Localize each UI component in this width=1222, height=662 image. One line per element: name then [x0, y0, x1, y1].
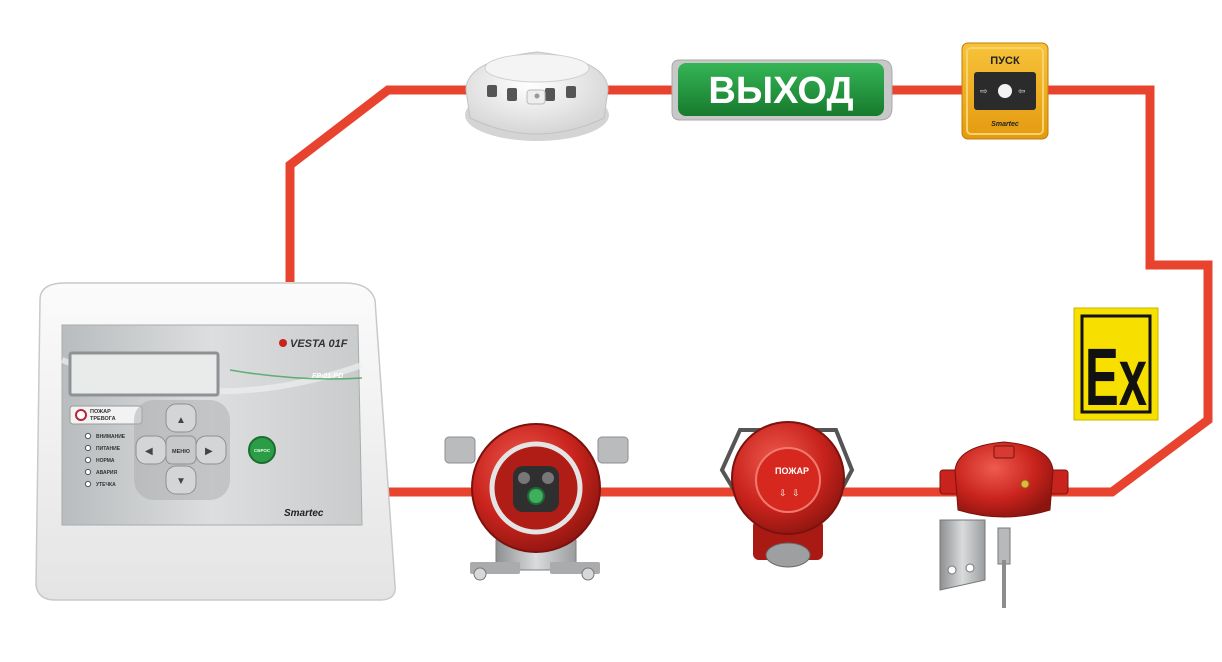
- status-indicator-list: ВНИМАНИЕ ПИТАНИЕ НОРМА АВАРИЯ УТЕЧКА: [84, 432, 126, 488]
- panel-logo: Smartec: [284, 508, 324, 519]
- indicator-label: НОРМА: [96, 458, 115, 464]
- explosion-proof-call-point: ПОЖАР ⇩ ⇩: [719, 421, 855, 568]
- nav-down-button: [165, 465, 197, 495]
- led-icon: [84, 432, 92, 440]
- ex-marking: Ex: [1073, 307, 1159, 423]
- indicator-label: ВНИМАНИЕ: [96, 434, 126, 440]
- arrow-in-icon: ⇨: [980, 86, 988, 96]
- call-point-label: ПУСК: [990, 55, 1020, 67]
- exit-sign: ВЫХОД: [671, 59, 893, 121]
- mount-hole-icon: [965, 563, 975, 573]
- chevron-down-icon: ▼: [176, 476, 186, 487]
- mount-bolt-icon: [473, 567, 487, 581]
- nav-up-button: [165, 403, 197, 433]
- indicator-label: АВАРИЯ: [96, 470, 118, 476]
- brand-flame-icon: [279, 339, 287, 347]
- menu-button-label: МЕНЮ: [172, 449, 190, 455]
- chevron-right-icon: ▶: [205, 446, 213, 457]
- led-icon: [84, 444, 92, 452]
- smoke-detector: [465, 51, 609, 141]
- control-panel-vesta: VESTA 01F FP-01-PD ПОЖАР ТРЕВОГА ВНИМАНИ…: [35, 282, 396, 601]
- panel-brand: VESTA 01F: [290, 338, 348, 350]
- manual-call-point: ПУСК ⇨ ⇦ Smartec: [961, 42, 1049, 140]
- menu-button: [165, 435, 197, 465]
- detector-led-icon: [534, 93, 540, 99]
- alarm-led-icon: [75, 409, 87, 421]
- mount-hole-icon: [947, 565, 957, 575]
- chevron-up-icon: ▲: [176, 415, 186, 426]
- loop-wire: [285, 85, 1213, 497]
- alarm-label-2: ТРЕВОГА: [90, 416, 116, 422]
- press-button-icon: [998, 84, 1012, 98]
- ex-call-point-label: ПОЖАР: [775, 466, 809, 476]
- arrow-down-icon: ⇩: [779, 488, 787, 498]
- indicator-label: ПИТАНИЕ: [96, 446, 121, 452]
- led-icon: [84, 480, 92, 488]
- call-point-logo: Smartec: [991, 121, 1019, 128]
- navigation-pad: ▲ ▼ ◀ ▶ МЕНЮ: [134, 400, 230, 500]
- led-icon: [84, 456, 92, 464]
- mount-bolt-icon: [581, 567, 595, 581]
- reset-button-label: СБРОС: [254, 448, 271, 453]
- ground-screw-icon: [1020, 479, 1030, 489]
- exit-sign-text: ВЫХОД: [708, 70, 853, 112]
- flame-detector: [444, 423, 629, 581]
- alarm-label-1: ПОЖАР: [90, 409, 111, 415]
- arrow-down-icon: ⇩: [792, 488, 800, 498]
- explosion-proof-heat-detector: [939, 441, 1069, 608]
- panel-lcd-display: [68, 351, 220, 397]
- reset-button: [248, 436, 276, 464]
- arrow-out-icon: ⇦: [1018, 86, 1026, 96]
- panel-model: FP-01-PD: [312, 373, 343, 380]
- led-icon: [84, 468, 92, 476]
- ex-marking-text: Ex: [1085, 332, 1147, 423]
- chevron-left-icon: ◀: [145, 446, 153, 457]
- indicator-label: УТЕЧКА: [96, 482, 116, 488]
